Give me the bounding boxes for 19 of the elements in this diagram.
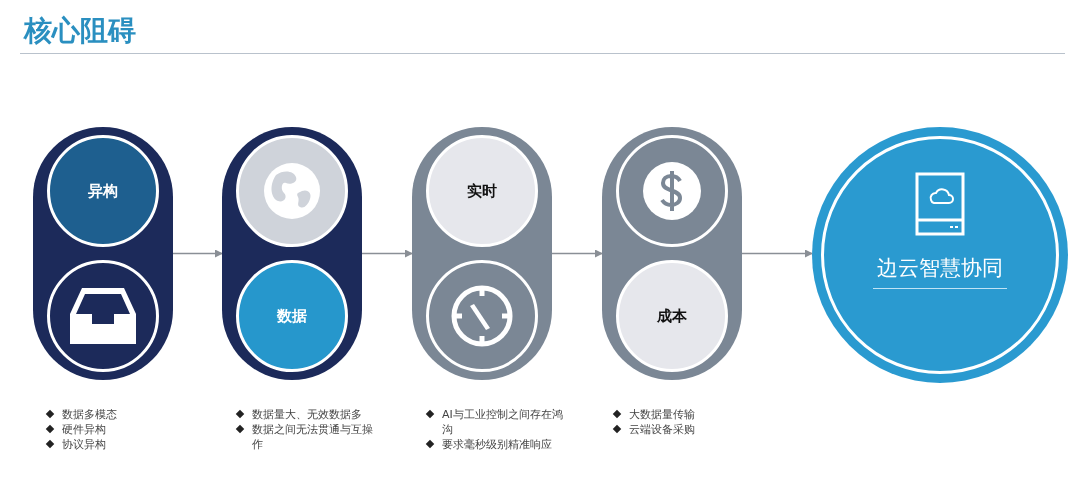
bullet-text: 数据多模态: [62, 407, 117, 422]
circle-label: 成本: [657, 306, 687, 326]
bullet-text: 硬件异构: [62, 422, 106, 437]
bullet-text: 大数据量传输: [629, 407, 695, 422]
bullet-text: 要求毫秒级别精准响应: [442, 437, 552, 452]
circle-label: 异构: [88, 181, 118, 201]
arrow: [172, 249, 223, 258]
title: 核心阻碍: [24, 13, 136, 49]
bullet-text: 协议异构: [62, 437, 106, 452]
bullet-text: 数据量大、无效数据多: [252, 407, 362, 422]
circle-label: 数据: [277, 306, 307, 326]
arrow: [361, 249, 413, 258]
bullet-text: AI与工业控制之间存在鸿沟: [442, 407, 564, 437]
arrow: [741, 249, 813, 258]
bullet-text: 数据之间无法贯通与互操作: [252, 422, 374, 452]
bullet-text: 云端设备采购: [629, 422, 695, 437]
circle-label: 实时: [467, 181, 497, 201]
circle-label: 边云智慧协同: [873, 253, 1007, 289]
arrow: [551, 249, 603, 258]
